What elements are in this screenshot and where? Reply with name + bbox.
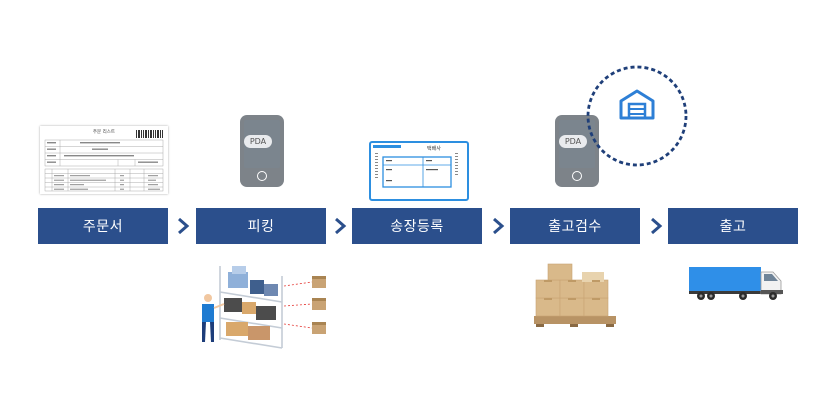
chevron-right-icon: [493, 217, 505, 235]
step-invoice-registration: 송장등록: [352, 208, 482, 244]
truck-icon: [689, 267, 783, 300]
order-sheet-icon: 주문 리스트: [40, 126, 168, 194]
pda-label: PDA: [244, 135, 272, 148]
picking-worker-icon: [202, 266, 326, 349]
pda-device-icon: PDA: [240, 115, 284, 187]
box-pallet-icon: [534, 263, 616, 327]
step-label: 피킹: [247, 219, 275, 235]
step-order-sheet: 주문서: [38, 208, 168, 244]
document-title: 주문 리스트: [92, 130, 116, 135]
chevron-right-icon: [335, 217, 347, 235]
step-label: 출고: [719, 219, 747, 235]
chevron-right-icon: [178, 217, 190, 235]
chevron-right-icon: [651, 217, 663, 235]
warehouse-icon: [586, 65, 688, 167]
step-label: 주문서: [82, 219, 124, 235]
step-shipping: 출고: [668, 208, 798, 244]
invoice-title: 택배사: [427, 146, 441, 152]
invoice-icon: 택배사: [369, 141, 469, 201]
step-shipping-inspection: 출고검수: [510, 208, 640, 244]
step-label: 송장등록: [390, 219, 444, 235]
step-label: 출고검수: [548, 219, 602, 235]
pda-label: PDA: [559, 135, 587, 148]
step-picking: 피킹: [196, 208, 326, 244]
